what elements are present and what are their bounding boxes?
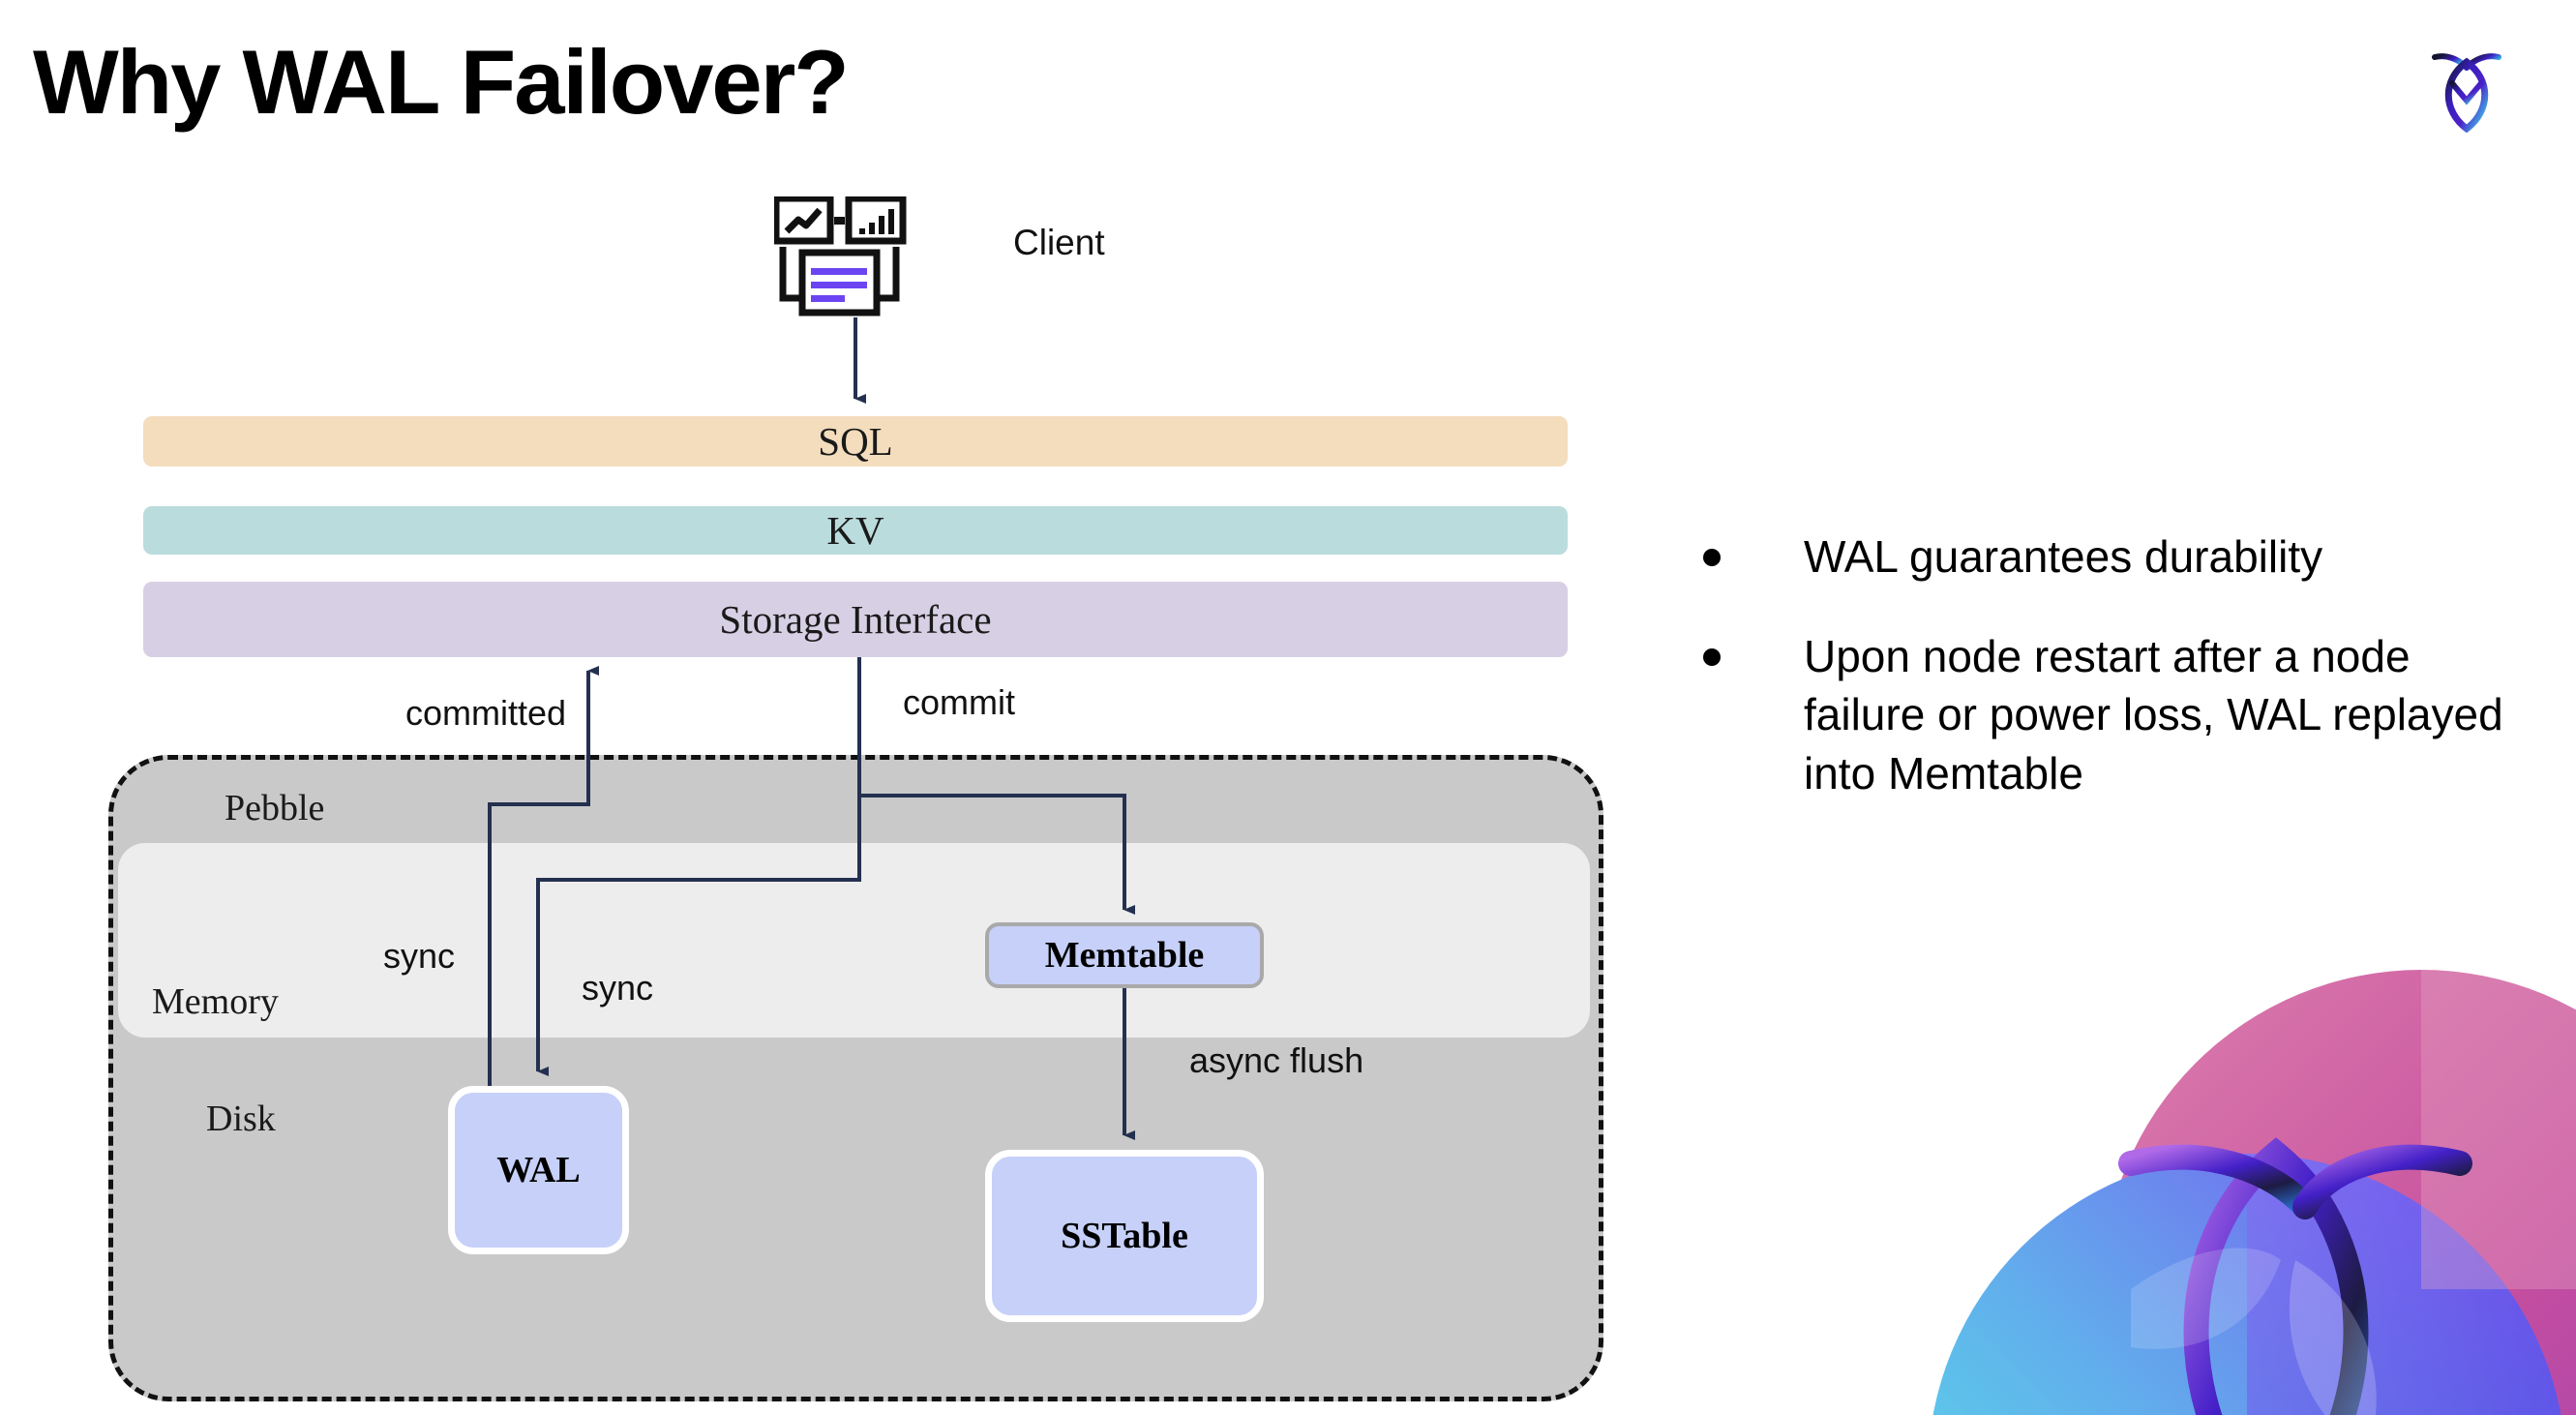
edge-label-sync-b: sync	[582, 968, 654, 1008]
node-wal-label: WAL	[496, 1150, 581, 1190]
edge-label-committed: committed	[405, 693, 567, 733]
node-sstable-label: SSTable	[1061, 1216, 1188, 1256]
node-memtable: Memtable	[985, 922, 1264, 988]
layer-bar-sql-label: SQL	[818, 419, 893, 464]
edge-label-async-flush: async flush	[1189, 1040, 1364, 1080]
bullet-text: Upon node restart after a node failure o…	[1804, 630, 2503, 799]
client-label: Client	[1013, 223, 1105, 262]
client-dashboard-icon	[772, 195, 924, 317]
layer-bar-kv-label: KV	[826, 508, 884, 553]
bullet-dot-icon	[1703, 549, 1721, 566]
page-title: Why WAL Failover?	[33, 31, 850, 133]
layer-bar-kv: KV	[143, 506, 1568, 555]
memory-label: Memory	[152, 981, 279, 1022]
layer-bar-storage-interface: Storage Interface	[143, 582, 1568, 657]
memory-region	[118, 843, 1590, 1038]
node-sstable: SSTable	[985, 1150, 1264, 1322]
decorative-circles-graphic	[1841, 873, 2576, 1415]
disk-label: Disk	[206, 1099, 276, 1139]
edge-label-commit: commit	[903, 682, 1015, 722]
bullet-text: WAL guarantees durability	[1804, 531, 2323, 582]
node-wal: WAL	[448, 1086, 629, 1254]
edge-label-sync-a: sync	[383, 936, 456, 976]
cockroachdb-logo-icon	[2413, 33, 2520, 139]
list-item: WAL guarantees durability	[1703, 527, 2506, 587]
layer-bar-sql: SQL	[143, 416, 1568, 467]
bullet-list: WAL guarantees durability Upon node rest…	[1703, 527, 2506, 844]
bullet-dot-icon	[1703, 647, 1721, 666]
node-memtable-label: Memtable	[1044, 935, 1205, 976]
pebble-label: Pebble	[225, 788, 325, 828]
layer-bar-storage-label: Storage Interface	[719, 597, 992, 642]
list-item: Upon node restart after a node failure o…	[1703, 627, 2506, 803]
